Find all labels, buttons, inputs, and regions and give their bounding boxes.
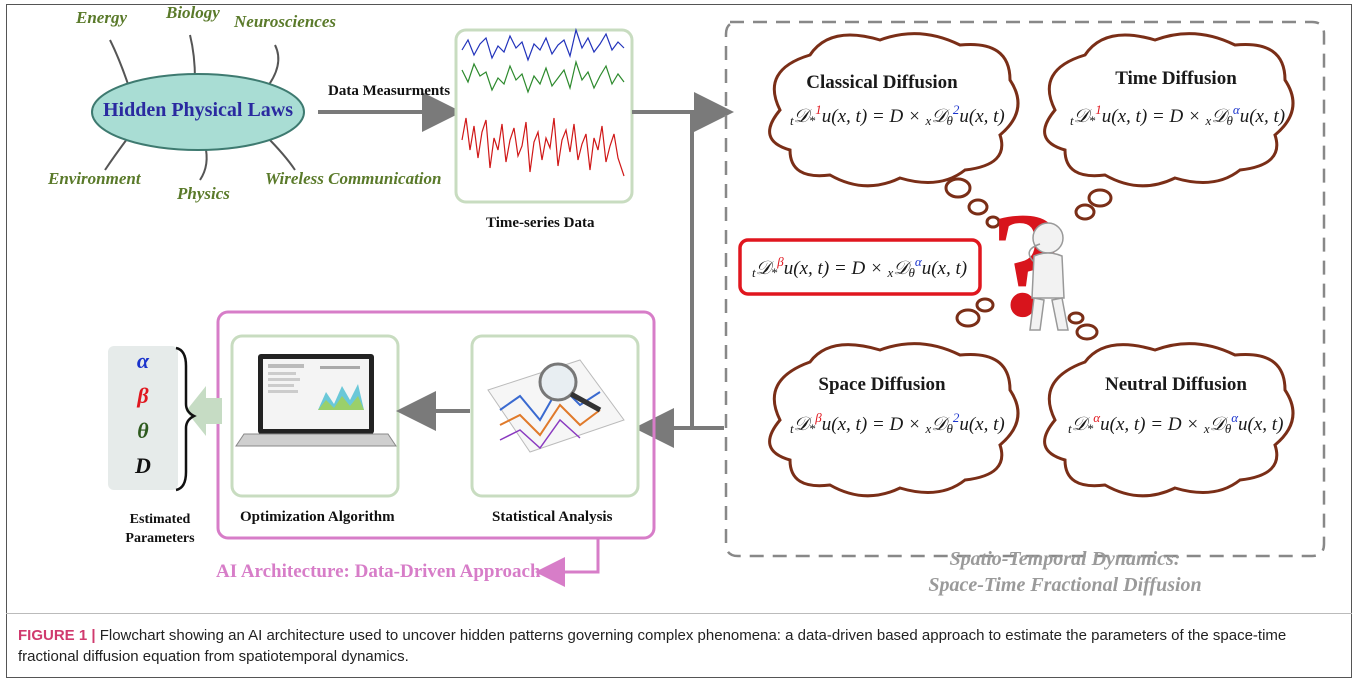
ai-label-connector bbox=[535, 538, 600, 587]
time-series-panel bbox=[454, 28, 634, 204]
optimization-label: Optimization Algorithm bbox=[240, 509, 395, 525]
series-red bbox=[461, 117, 625, 177]
figure-frame bbox=[6, 4, 1352, 678]
param-beta: β bbox=[137, 383, 149, 408]
ai-architecture-box bbox=[216, 310, 656, 540]
caption-label: FIGURE 1 | bbox=[18, 627, 96, 644]
estimated-label: Estimated bbox=[129, 512, 191, 527]
domain-physics: Physics bbox=[177, 184, 230, 203]
spatio-title-line1: Spatio-Temporal Dynamics: bbox=[949, 548, 1181, 570]
domain-biology: Biology bbox=[166, 3, 220, 22]
time-series-label: Time-series Data bbox=[486, 215, 595, 231]
figure-caption: FIGURE 1 | Flowchart showing an AI archi… bbox=[18, 625, 1338, 667]
equation-time: t𝒟*1u(x, t) = D × x𝒟θαu(x, t) bbox=[1070, 102, 1286, 128]
series-blue bbox=[461, 27, 625, 62]
domain-energy: Energy bbox=[76, 8, 127, 27]
ai-architecture-label: AI Architecture: Data-Driven Approach bbox=[216, 561, 541, 582]
domain-environment: Environment bbox=[48, 169, 141, 188]
arrow-to-parameters bbox=[186, 386, 222, 436]
cloud-shapes bbox=[768, 32, 1295, 498]
statistical-analysis-label: Statistical Analysis bbox=[492, 509, 613, 525]
cloud-neutral bbox=[1043, 342, 1295, 498]
spatio-title-line2: Space-Time Fractional Diffusion bbox=[928, 574, 1202, 596]
central-equation-box bbox=[738, 238, 982, 296]
cloud-time bbox=[1043, 32, 1295, 188]
cloud-classical-title: Classical Diffusion bbox=[806, 72, 958, 93]
cloud-neutral-title: Neutral Diffusion bbox=[1105, 374, 1247, 395]
statistics-illustration bbox=[487, 359, 625, 453]
data-measurements-label: Data Measurments bbox=[328, 83, 451, 99]
hidden-laws-ellipse bbox=[91, 73, 305, 151]
caption-divider bbox=[6, 613, 1352, 614]
cloud-space bbox=[768, 342, 1020, 498]
cloud-time-title: Time Diffusion bbox=[1115, 68, 1237, 89]
hidden-laws-title: Hidden Physical Laws bbox=[102, 99, 294, 121]
param-alpha: α bbox=[136, 348, 150, 373]
laptop-illustration bbox=[235, 354, 397, 447]
param-d: D bbox=[135, 453, 151, 478]
equation-space: t𝒟*βu(x, t) = D × x𝒟θ2u(x, t) bbox=[790, 410, 1005, 436]
parameters-brace bbox=[175, 346, 197, 492]
series-green bbox=[461, 59, 625, 94]
cloud-classical bbox=[768, 32, 1020, 188]
thinker-figure bbox=[1028, 222, 1069, 331]
parameters-panel bbox=[108, 346, 178, 490]
domain-wireless-communication: Wireless Communication bbox=[265, 169, 442, 188]
spatio-panel bbox=[724, 20, 1326, 558]
thought-bubbles bbox=[944, 177, 1113, 341]
domain-neurosciences: Neurosciences bbox=[234, 12, 336, 31]
cloud-space-title: Space Diffusion bbox=[818, 374, 946, 395]
equation-central: t𝒟*βu(x, t) = D × x𝒟θαu(x, t) bbox=[752, 254, 968, 280]
equation-classical: t𝒟*1u(x, t) = D × x𝒟θ2u(x, t) bbox=[790, 102, 1005, 128]
caption-text: Flowchart showing an AI architecture use… bbox=[18, 627, 1287, 665]
equation-neutral: t𝒟*αu(x, t) = D × x𝒟θαu(x, t) bbox=[1068, 410, 1284, 436]
parameters-label: Parameters bbox=[125, 531, 195, 546]
param-theta: θ bbox=[137, 418, 149, 443]
